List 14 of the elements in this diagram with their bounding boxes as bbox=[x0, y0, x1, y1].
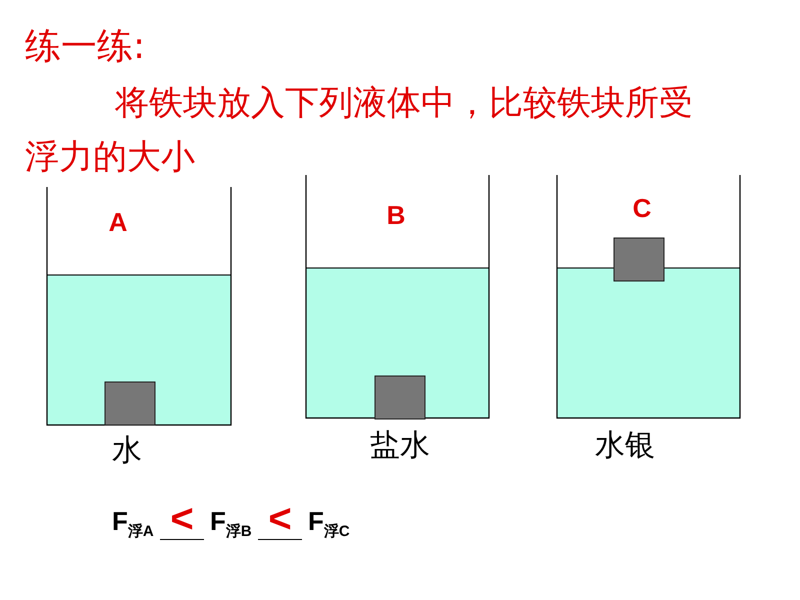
beaker bbox=[557, 175, 740, 418]
container-label: A bbox=[108, 207, 128, 238]
question-text: 将铁块放入下列液体中，比较铁块所受浮力的大小 bbox=[25, 82, 694, 179]
liquid-label: 水银 bbox=[595, 427, 655, 465]
force-symbol: F$_{浮C}$ bbox=[308, 506, 350, 541]
beaker bbox=[306, 175, 489, 418]
force-symbol: F$_{浮B}$ bbox=[210, 506, 252, 541]
container-label: B bbox=[386, 200, 406, 231]
title: 练一练: bbox=[25, 25, 146, 69]
force-symbol: F$_{浮A}$ bbox=[112, 506, 154, 541]
container-label: C bbox=[632, 193, 652, 224]
liquid-label: 水 bbox=[112, 432, 142, 470]
beaker bbox=[47, 187, 231, 425]
liquid-label: 盐水 bbox=[370, 427, 430, 465]
